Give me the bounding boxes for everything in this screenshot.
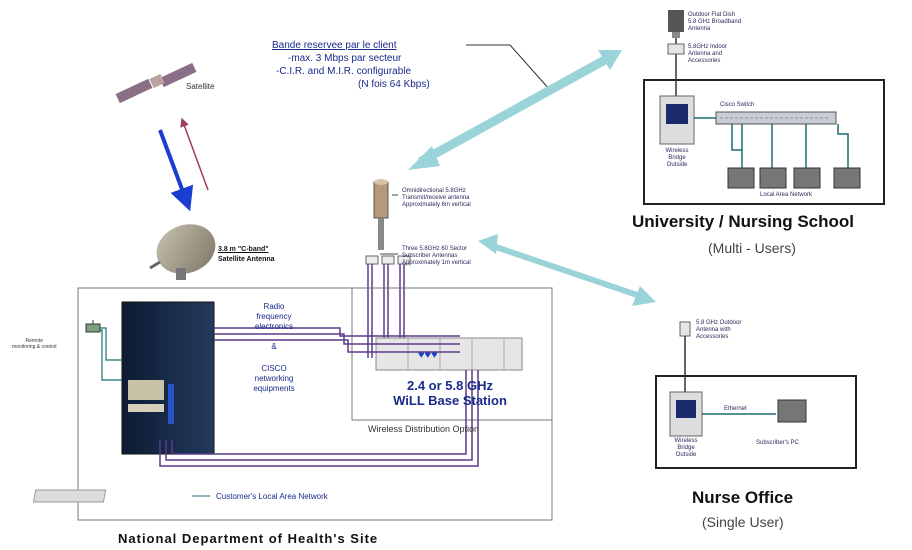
bandwidth-note-line3: (N fois 64 Kbps) xyxy=(358,79,430,90)
university-bridge-icon xyxy=(659,95,695,145)
university-bridge-label-2: Bridge xyxy=(668,155,686,161)
university-dish-label-2: 5.8 GHz Broadband xyxy=(688,19,742,25)
nurse-ethernet-label: Ethernet xyxy=(724,406,747,412)
university-lan-lines xyxy=(731,124,849,168)
nurse-office-subtitle: (Single User) xyxy=(702,514,784,530)
university-cable-accessory xyxy=(667,43,685,55)
nurse-antenna-label-2: Antenna with xyxy=(696,327,731,333)
wireless-distribution-caption: Wireless Distribution Option xyxy=(368,424,480,434)
university-cable-label-2: Antenna and xyxy=(688,51,723,57)
rack-lan-cables xyxy=(159,370,479,467)
nurse-bridge-label-2: Bridge xyxy=(677,445,695,451)
nurse-pc-icon xyxy=(777,399,807,423)
remote-label-2: monitoring & control xyxy=(12,344,57,350)
wireless-distribution-box xyxy=(351,287,553,421)
sector-note-1: Three 5.8GHz 60 Sector xyxy=(402,246,468,252)
dish-label-1: 3.8 m "C-band" xyxy=(218,246,269,253)
university-dish-label-1: Outdoor Flat Dish xyxy=(688,12,736,18)
university-pc-icons xyxy=(727,167,861,189)
university-dish-icon xyxy=(668,10,684,38)
bandwidth-note-line2: -C.I.R. and M.I.R. configurable xyxy=(276,66,412,77)
rf-label-3: electronics xyxy=(254,322,294,331)
cisco-label-1: CISCO xyxy=(261,364,287,373)
sector-note-3: Approximately 1m vertical xyxy=(402,260,471,266)
wireless-link-nurse xyxy=(478,234,656,306)
wireless-link-university xyxy=(408,50,622,170)
rf-label-1: Radio xyxy=(263,302,285,311)
base-station-title-1: 2.4 or 5.8 GHz xyxy=(407,378,493,393)
university-bridge-label-3: Outside xyxy=(666,162,688,168)
omni-note-1: Omnidirectional 5.8GHz xyxy=(402,188,466,194)
nurse-antenna-icon xyxy=(679,321,691,337)
cisco-label-2: networking xyxy=(254,374,294,383)
equipment-rack-icon xyxy=(121,301,215,455)
satellite-label: Satellite xyxy=(186,82,215,91)
bandwidth-note-line1: -max. 3 Mbps par secteur xyxy=(288,53,402,64)
bandwidth-note-leader xyxy=(466,44,551,91)
omni-note-2: Transmit/receive antenna xyxy=(402,195,470,201)
university-dish-label-3: Antenna xyxy=(688,26,711,32)
lan-label: Customer's Local Area Network xyxy=(216,492,328,501)
nurse-bridge-label-3: Outside xyxy=(675,452,697,458)
svg-text:♥♥♥: ♥♥♥ xyxy=(418,349,438,361)
university-switch-label: Cisco Switch xyxy=(720,102,755,108)
remote-link-line xyxy=(100,327,122,361)
base-station-chassis: ♥♥♥ xyxy=(375,337,523,371)
sector-note-2: Subscriber Antennas xyxy=(402,253,458,259)
remote-link-line-2 xyxy=(100,329,122,381)
rf-label-2: frequency xyxy=(256,312,292,321)
dish-label-2: Satellite Antenna xyxy=(218,256,275,263)
nurse-pc-label: Subscriber's PC xyxy=(756,440,799,446)
satellite-icon xyxy=(115,62,197,104)
university-building-box xyxy=(643,79,885,205)
remote-label-1: Remote xyxy=(25,338,43,344)
nurse-antenna-label-1: 5.8 GHz Outdoor xyxy=(696,320,742,326)
omni-antenna-icon xyxy=(373,179,389,250)
omni-note-3: Approximately 6m vertical xyxy=(402,202,471,208)
university-title: University / Nursing School xyxy=(632,212,854,231)
nurse-office-box xyxy=(655,375,857,469)
university-switch-icon xyxy=(715,111,837,125)
nurse-bridge-label-1: Wireless xyxy=(674,438,698,444)
nurse-bridge-icon xyxy=(669,391,703,437)
rack-base-cables xyxy=(214,327,460,353)
bandwidth-note-title: Bande reservee par le client xyxy=(272,40,397,51)
university-cable-label-3: Accessories xyxy=(688,58,721,64)
uplink-arrow xyxy=(180,117,209,191)
university-cable-label-1: 5.8GHz Indoor xyxy=(688,44,728,50)
base-station-title-2: WiLL Base Station xyxy=(393,393,507,408)
university-subtitle: (Multi - Users) xyxy=(708,240,796,256)
nurse-antenna-label-3: Accessories xyxy=(696,334,729,340)
cisco-label-3: equipments xyxy=(253,384,295,393)
downlink-arrow xyxy=(158,129,194,212)
remote-monitoring-icon xyxy=(85,320,101,333)
lan-hub-icon xyxy=(32,489,107,503)
satellite-dish-icon xyxy=(149,224,216,280)
site-title: National Department of Health's Site xyxy=(118,531,379,546)
and-label: & xyxy=(271,342,277,351)
university-lan-label: Local Area Network xyxy=(760,192,813,198)
nurse-office-title: Nurse Office xyxy=(692,488,794,507)
university-bridge-label-1: Wireless xyxy=(665,148,689,154)
